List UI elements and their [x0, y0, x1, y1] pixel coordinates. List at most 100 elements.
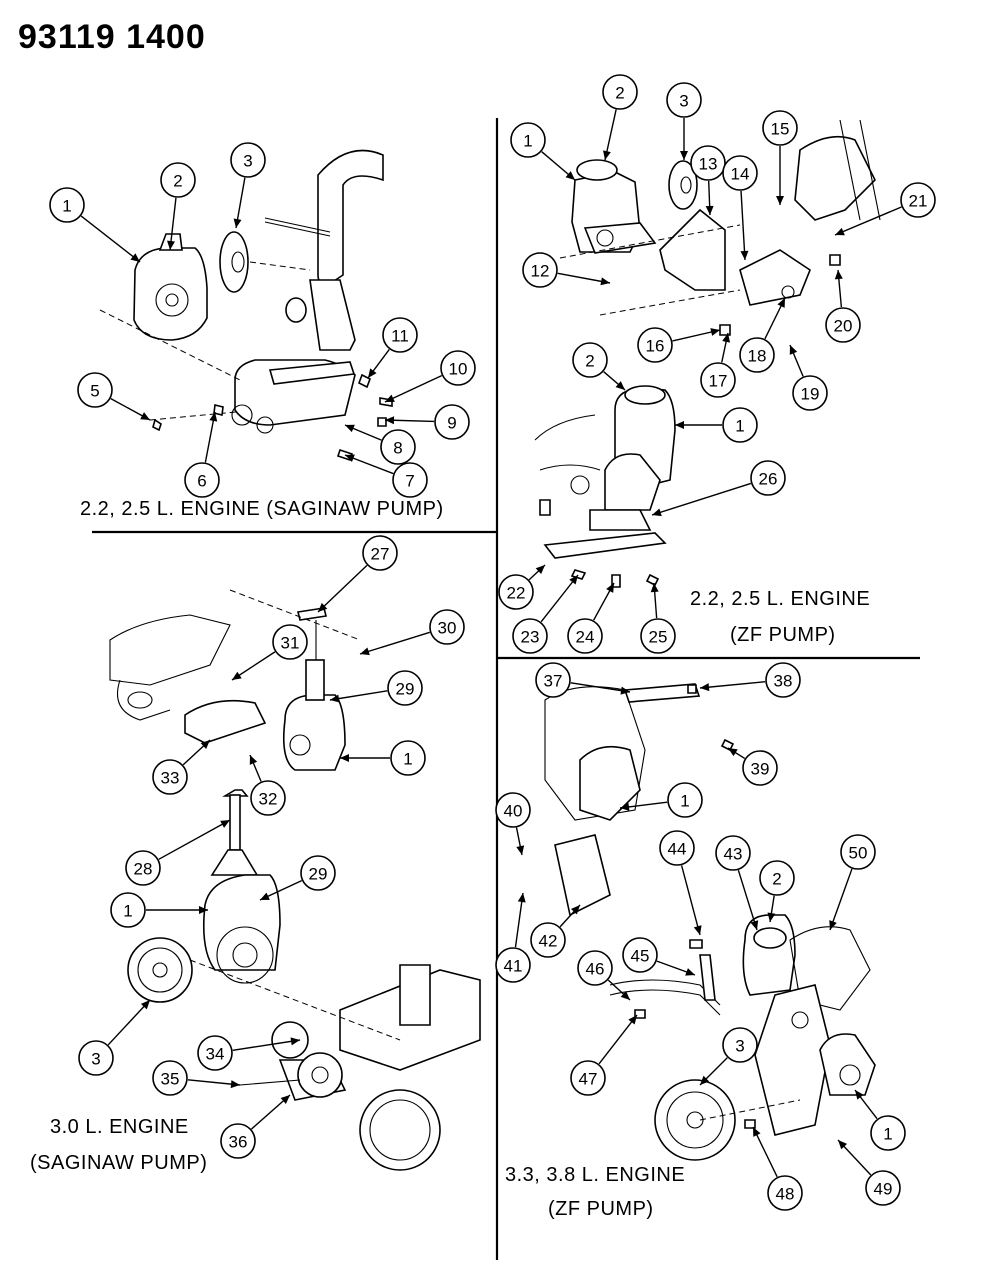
- callout-circle: [152, 1060, 188, 1096]
- callout-circle: [640, 618, 676, 654]
- callout-tr_upper-14: 14: [722, 155, 758, 261]
- callout-br-43: 43: [715, 835, 759, 931]
- callout-circle: [125, 850, 161, 886]
- callout-circle: [739, 337, 775, 373]
- callout-circle: [380, 429, 416, 465]
- callout-bl-1: 1: [340, 740, 426, 776]
- callout-arrowhead: [570, 905, 580, 915]
- callout-circle: [272, 624, 308, 660]
- callout-arrowhead: [767, 912, 776, 922]
- callout-arrowhead: [829, 920, 837, 930]
- callout-circle: [250, 780, 286, 816]
- caption-top-right-line1: 2.2, 2.5 L. ENGINE: [690, 588, 871, 610]
- callout-number: 16: [646, 337, 665, 356]
- callout-arrowhead: [385, 394, 395, 402]
- callout-tr_upper-13: 13: [690, 145, 726, 216]
- callout-number: 29: [396, 680, 415, 699]
- callout-arrowhead: [600, 277, 610, 286]
- callout-circle: [865, 1170, 901, 1206]
- callout-leader-line: [598, 1014, 638, 1065]
- callout-number: 39: [751, 760, 770, 779]
- callout-number: 10: [449, 360, 468, 379]
- callout-arrowhead: [628, 1015, 637, 1025]
- callout-leader-line: [570, 682, 631, 693]
- callout-arrowhead: [330, 694, 340, 703]
- bottom-left-illustration: [109, 589, 481, 1171]
- callout-arrowhead: [565, 171, 575, 180]
- callout-circle: [220, 1123, 256, 1159]
- callout-leader-line: [80, 215, 141, 263]
- callout-arrowhead: [516, 845, 525, 855]
- callout-arrowhead: [167, 240, 175, 250]
- callout-circle: [495, 792, 531, 828]
- callout-bl-34: 34: [197, 1035, 301, 1071]
- callout-circle: [567, 618, 603, 654]
- callout-arrowhead: [834, 270, 843, 280]
- callout-arrowhead: [750, 920, 759, 930]
- callout-arrowhead: [385, 416, 395, 425]
- callout-circle: [300, 855, 336, 891]
- diagram-part-code: 93119 1400: [18, 18, 206, 56]
- callout-circle: [750, 460, 786, 496]
- callout-arrowhead: [620, 802, 630, 811]
- callout-number: 48: [776, 1185, 795, 1204]
- callout-number: 13: [699, 155, 718, 174]
- callout-circle: [498, 574, 534, 610]
- callout-br-45: 45: [622, 937, 696, 976]
- callout-circle: [78, 1040, 114, 1076]
- callout-leader-line: [540, 574, 579, 623]
- callout-br-39: 39: [727, 747, 778, 786]
- callout-arrowhead: [705, 205, 714, 215]
- callout-leader-line: [107, 999, 151, 1046]
- callout-number: 32: [259, 790, 278, 809]
- callout-circle: [622, 937, 658, 973]
- callout-arrowhead: [130, 253, 140, 262]
- callout-circle: [440, 350, 476, 386]
- callout-br-2: 2: [759, 860, 795, 923]
- callout-number: 2: [772, 870, 781, 889]
- callout-number: 2: [615, 84, 624, 103]
- callout-leader-line: [514, 892, 524, 948]
- callout-number: 12: [531, 262, 550, 281]
- callout-circle: [666, 82, 702, 118]
- callout-tl-2: 2: [160, 162, 196, 251]
- callout-arrowhead: [606, 583, 614, 593]
- callout-circle: [765, 662, 801, 698]
- callout-tr_upper-12: 12: [522, 252, 611, 288]
- callout-br-42: 42: [530, 904, 581, 958]
- callout-tr_lower-2: 2: [572, 342, 626, 391]
- callout-arrowhead: [140, 1000, 150, 1010]
- callout-number: 2: [585, 352, 594, 371]
- callout-circle: [742, 750, 778, 786]
- callout-circle: [512, 618, 548, 654]
- callout-bl-32: 32: [249, 754, 286, 816]
- callout-br-44: 44: [659, 830, 702, 936]
- callout-circle: [152, 759, 188, 795]
- callout-circle: [160, 162, 196, 198]
- callout-arrowhead: [753, 1127, 761, 1137]
- callout-number: 20: [834, 317, 853, 336]
- callout-number: 19: [801, 385, 820, 404]
- callout-circle: [392, 462, 428, 498]
- callout-bl-3: 3: [78, 999, 151, 1076]
- callout-arrowhead: [838, 1140, 848, 1150]
- callout-leader-line: [752, 1126, 778, 1178]
- callout-arrowhead: [345, 424, 355, 433]
- callout-tr_lower-24: 24: [567, 582, 615, 654]
- callout-arrowhead: [140, 412, 150, 420]
- callout-leader-line: [737, 869, 758, 931]
- callout-arrowhead: [280, 1095, 290, 1104]
- callout-leader-line: [232, 1039, 301, 1051]
- callout-circle: [722, 407, 758, 443]
- callout-leader-line: [359, 631, 431, 655]
- callout-tr_lower-1: 1: [675, 407, 758, 443]
- callout-arrowhead: [368, 368, 377, 378]
- callout-number: 15: [771, 120, 790, 139]
- callout-number: 49: [874, 1180, 893, 1199]
- callout-circle: [690, 145, 726, 181]
- caption-bottom-left-line2: (SAGINAW PUMP): [30, 1152, 208, 1174]
- callout-number: 21: [909, 192, 928, 211]
- callout-circle: [767, 1175, 803, 1211]
- callout-number: 6: [197, 472, 206, 491]
- callout-bl-36: 36: [220, 1094, 291, 1159]
